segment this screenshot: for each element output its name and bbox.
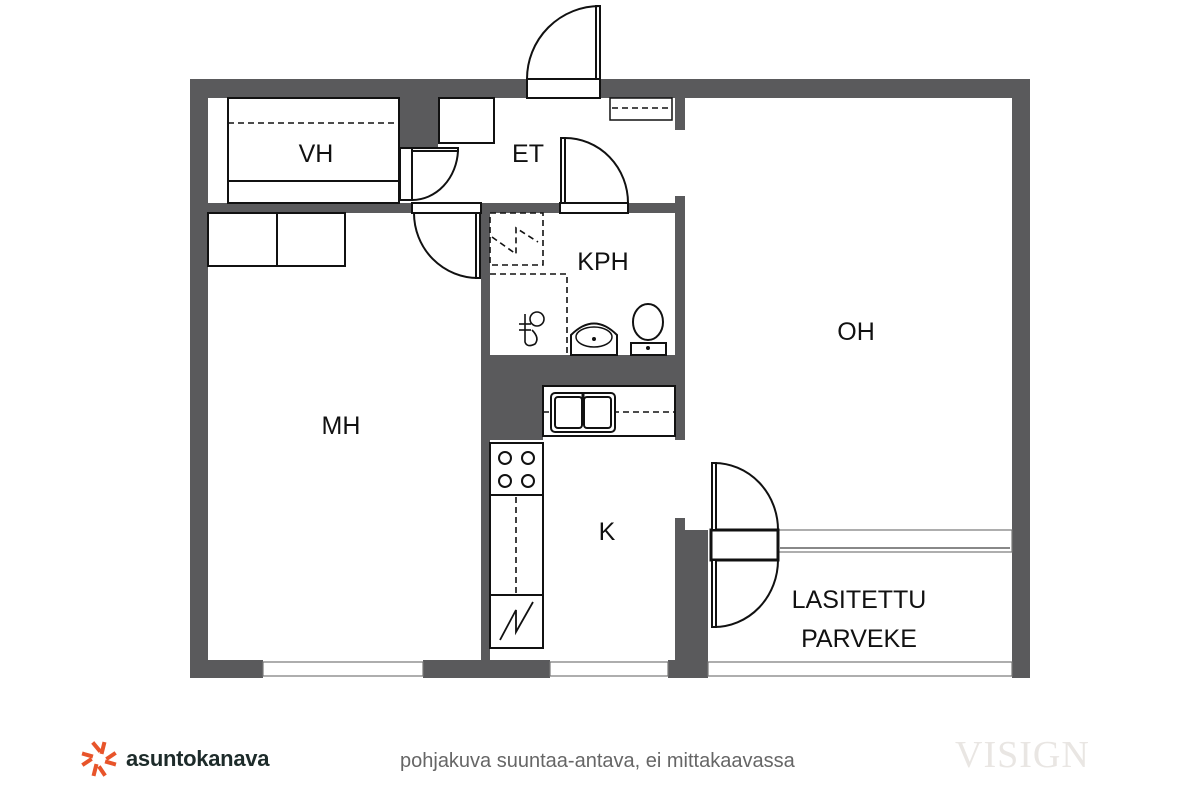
closet-et [609, 97, 673, 121]
toilet-icon [630, 303, 667, 356]
asuntokanava-logo-icon [81, 741, 117, 777]
sink-icon [570, 322, 618, 356]
entrance-door[interactable] [526, 5, 601, 99]
cabinet-et [438, 97, 495, 144]
stove-icon [489, 442, 544, 496]
wardrobe-vh [227, 97, 400, 204]
window-mh [262, 661, 424, 677]
bathroom-fixtures [489, 212, 667, 356]
kitchen-counter [542, 385, 676, 437]
room-label-balcony-1: LASITETTU [792, 586, 927, 614]
window-k [549, 661, 669, 677]
brand-name: asuntokanava [126, 746, 270, 771]
room-label-balcony-2: PARVEKE [801, 625, 917, 653]
room-label-mh: MH [322, 412, 361, 440]
walls [190, 79, 1030, 678]
brand-logo: asuntokanava [80, 740, 269, 778]
door-balcony[interactable] [709, 462, 780, 628]
disclaimer-text: pohjakuva suuntaa-antava, ei mittakaavas… [400, 750, 795, 772]
kitchen-counter-left [489, 494, 544, 649]
window-balcony [707, 661, 1013, 677]
room-label-oh: OH [837, 318, 875, 346]
wardrobe-mh [207, 212, 346, 267]
room-label-vh: VH [299, 140, 334, 168]
door-vh[interactable] [399, 147, 459, 202]
room-label-k: K [599, 518, 616, 546]
door-kph[interactable] [559, 137, 629, 214]
room-label-et: ET [512, 140, 544, 168]
room-label-kph: KPH [577, 248, 628, 276]
shower-icon [519, 311, 545, 347]
watermark: VISIGN [955, 734, 1090, 776]
door-mh[interactable] [411, 202, 482, 279]
